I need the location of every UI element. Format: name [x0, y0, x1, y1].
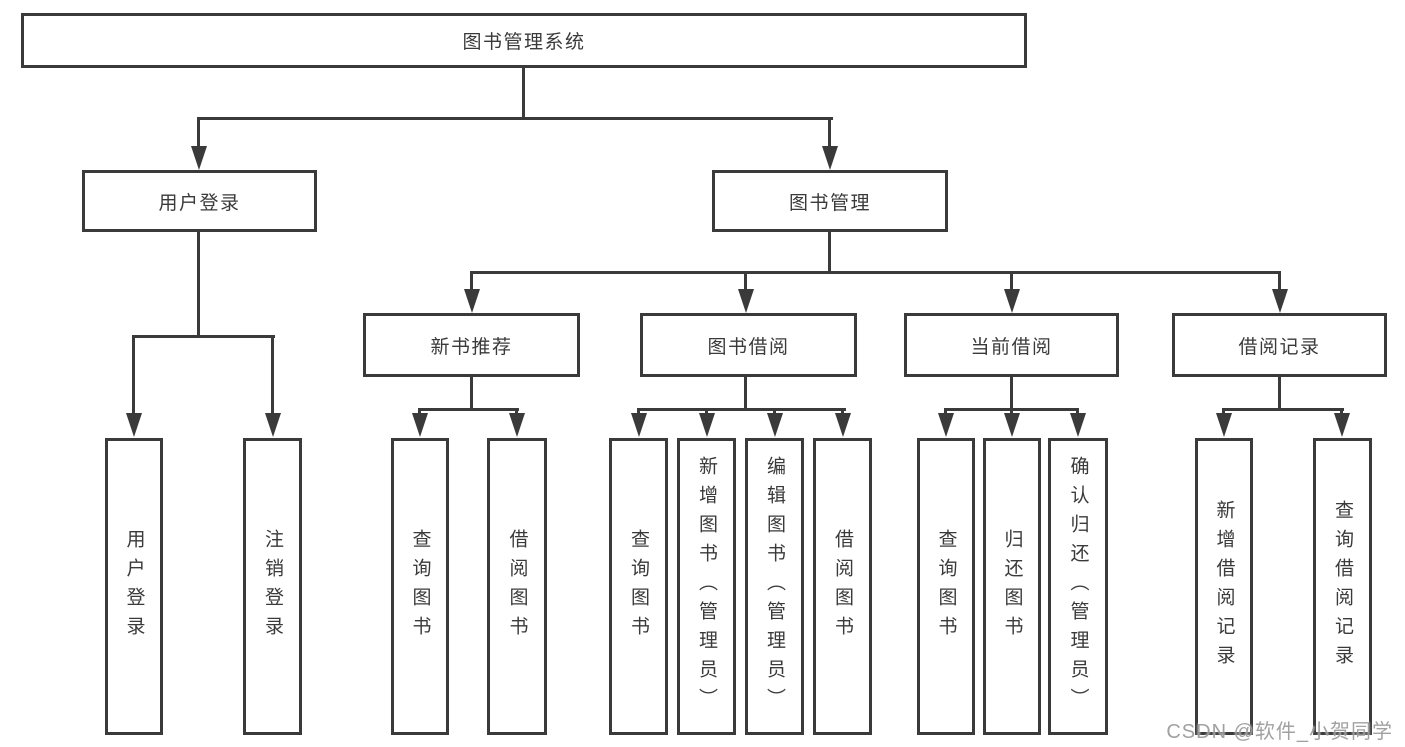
- leaf-query-books-2: 查询图书: [609, 438, 668, 735]
- connector-line: [1278, 271, 1281, 293]
- node-current-borrow: 当前借阅: [904, 313, 1119, 377]
- leaf-add-borrow-record: 新增借阅记录: [1195, 438, 1253, 735]
- connector-line: [470, 271, 473, 293]
- connector-line: [197, 232, 200, 338]
- leaf-user-login: 用户登录: [105, 438, 163, 735]
- node-book-borrow-label: 图书借阅: [707, 336, 790, 358]
- leaf-return-book: 归还图书: [983, 438, 1041, 735]
- connector-line: [132, 335, 275, 338]
- leaf-borrow-books-1-label: 借阅图书: [506, 528, 528, 645]
- connector-line: [470, 377, 473, 411]
- connector-line: [1010, 377, 1013, 411]
- leaf-user-login-label: 用户登录: [123, 528, 145, 645]
- leaf-query-books-3-label: 查询图书: [935, 528, 957, 645]
- node-book-management-label: 图书管理: [788, 192, 871, 214]
- leaf-query-books-1-label: 查询图书: [409, 528, 431, 645]
- connector-line: [744, 271, 747, 293]
- node-library-system: 图书管理系统: [21, 13, 1027, 68]
- arrow-down-icon: [1216, 413, 1232, 437]
- connector-line: [197, 117, 200, 153]
- leaf-edit-book-admin-label: 编辑图书（管理员）: [764, 456, 785, 717]
- connector-line: [744, 377, 747, 411]
- leaf-confirm-return-admin: 确认归还（管理员）: [1048, 438, 1108, 735]
- leaf-add-book-admin-label: 新增图书（管理员）: [696, 456, 717, 717]
- node-user-login: 用户登录: [82, 170, 317, 232]
- leaf-add-book-admin: 新增图书（管理员）: [677, 438, 736, 735]
- connector-line: [470, 271, 1281, 274]
- arrow-down-icon: [767, 413, 783, 437]
- leaf-add-borrow-record-label: 新增借阅记录: [1213, 499, 1235, 674]
- connector-line: [828, 232, 831, 274]
- arrow-down-icon: [699, 413, 715, 437]
- node-new-book-recommend: 新书推荐: [363, 313, 580, 377]
- node-book-management: 图书管理: [712, 170, 948, 232]
- arrow-down-icon: [191, 146, 207, 170]
- arrow-down-icon: [1004, 413, 1020, 437]
- node-borrow-records: 借阅记录: [1172, 313, 1387, 377]
- connector-line: [1222, 408, 1344, 411]
- arrow-down-icon: [631, 413, 647, 437]
- arrow-down-icon: [1272, 289, 1288, 313]
- leaf-confirm-return-admin-label: 确认归还（管理员）: [1067, 456, 1089, 717]
- connector-line: [271, 335, 274, 417]
- leaf-query-books-3: 查询图书: [917, 438, 975, 735]
- leaf-logout-label: 注销登录: [262, 528, 283, 645]
- connector-line: [1010, 271, 1013, 293]
- arrow-down-icon: [938, 413, 954, 437]
- connector-line: [1278, 377, 1281, 411]
- leaf-query-books-1: 查询图书: [391, 438, 449, 735]
- arrow-down-icon: [835, 413, 851, 437]
- arrow-down-icon: [1334, 413, 1350, 437]
- arrow-down-icon: [1004, 289, 1020, 313]
- leaf-borrow-books-2-label: 借阅图书: [832, 528, 853, 645]
- leaf-borrow-books-2: 借阅图书: [813, 438, 872, 735]
- arrow-down-icon: [509, 413, 525, 437]
- leaf-query-borrow-record: 查询借阅记录: [1313, 438, 1372, 735]
- leaf-borrow-books-1: 借阅图书: [487, 438, 547, 735]
- watermark: CSDN @软件_小贺同学: [1166, 721, 1393, 743]
- node-library-system-label: 图书管理系统: [462, 32, 586, 53]
- node-borrow-records-label: 借阅记录: [1238, 336, 1321, 358]
- arrow-down-icon: [1070, 413, 1086, 437]
- leaf-edit-book-admin: 编辑图书（管理员）: [745, 438, 804, 735]
- arrow-down-icon: [412, 413, 428, 437]
- arrow-down-icon: [464, 289, 480, 313]
- arrow-down-icon: [738, 289, 754, 313]
- node-book-borrow: 图书借阅: [640, 313, 857, 377]
- arrow-down-icon: [126, 413, 142, 437]
- leaf-query-borrow-record-label: 查询借阅记录: [1332, 499, 1353, 674]
- connector-line: [197, 117, 833, 120]
- arrow-down-icon: [265, 413, 281, 437]
- connector-line: [522, 68, 525, 119]
- leaf-query-books-2-label: 查询图书: [628, 528, 649, 645]
- connector-line: [828, 117, 831, 153]
- connector-line: [418, 408, 519, 411]
- connector-line: [637, 408, 846, 411]
- connector-line: [132, 335, 135, 417]
- node-current-borrow-label: 当前借阅: [970, 336, 1053, 358]
- arrow-down-icon: [822, 146, 838, 170]
- leaf-return-book-label: 归还图书: [1001, 528, 1023, 645]
- leaf-logout: 注销登录: [243, 438, 302, 735]
- node-user-login-label: 用户登录: [158, 192, 241, 214]
- node-new-book-recommend-label: 新书推荐: [430, 336, 513, 358]
